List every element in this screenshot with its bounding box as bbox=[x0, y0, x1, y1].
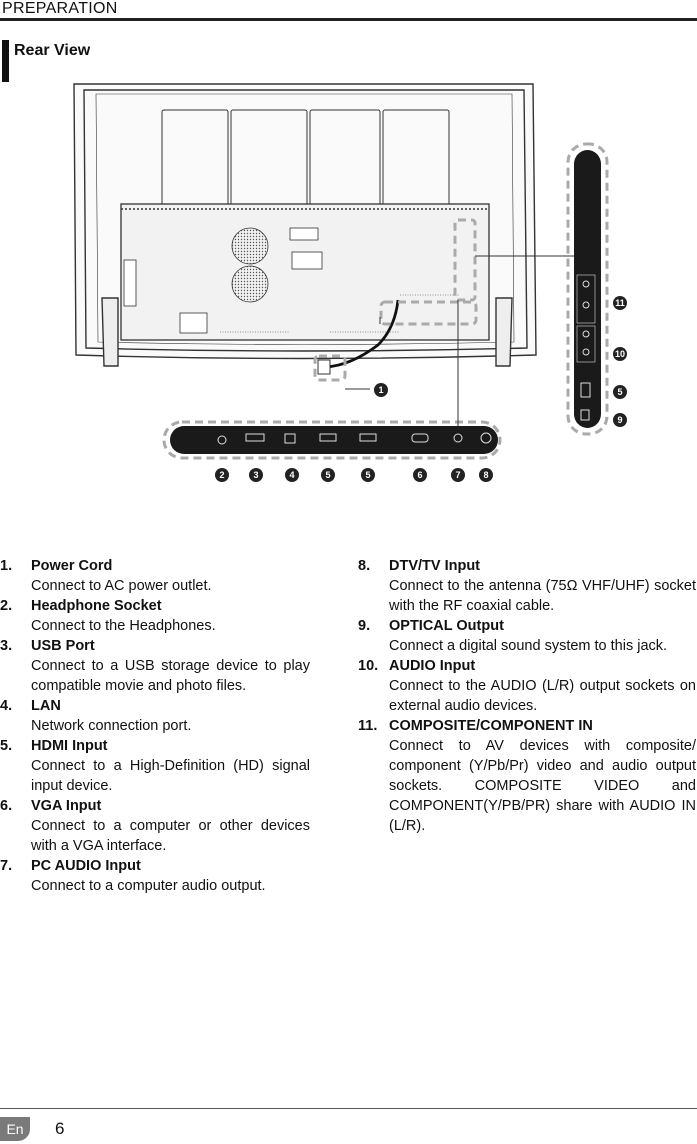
svg-text:5: 5 bbox=[325, 470, 330, 480]
svg-text:1: 1 bbox=[378, 385, 383, 395]
badge-3: 3 bbox=[249, 468, 263, 482]
svg-text:3: 3 bbox=[253, 470, 258, 480]
side-port-panel bbox=[574, 150, 601, 428]
badge-5c: 5 bbox=[613, 385, 627, 399]
tv-rear-diagram: 1 2 3 4 5 5 6 7 8 9 5 10 11 bbox=[73, 83, 627, 482]
svg-text:8: 8 bbox=[483, 470, 488, 480]
svg-text:7: 7 bbox=[455, 470, 460, 480]
badge-11: 11 bbox=[613, 296, 627, 310]
tv-body bbox=[73, 83, 537, 375]
badge-6: 6 bbox=[413, 468, 427, 482]
badge-5b: 5 bbox=[361, 468, 375, 482]
language-badge: En bbox=[0, 1117, 30, 1141]
svg-text:4: 4 bbox=[289, 470, 294, 480]
page-number: 6 bbox=[55, 1119, 65, 1138]
diagram-badges: 1 2 3 4 5 5 6 7 8 9 5 10 11 bbox=[215, 296, 627, 482]
svg-text:10: 10 bbox=[615, 349, 625, 359]
badge-5a: 5 bbox=[321, 468, 335, 482]
bottom-port-panel bbox=[170, 426, 498, 454]
badge-8: 8 bbox=[479, 468, 493, 482]
section-bar bbox=[2, 40, 9, 82]
svg-text:9: 9 bbox=[617, 415, 622, 425]
svg-text:5: 5 bbox=[365, 470, 370, 480]
badge-9: 9 bbox=[613, 413, 627, 427]
badge-10: 10 bbox=[613, 347, 627, 361]
badge-7: 7 bbox=[451, 468, 465, 482]
svg-text:2: 2 bbox=[219, 470, 224, 480]
header-rule bbox=[0, 18, 697, 21]
header-title: PREPARATION bbox=[2, 0, 118, 17]
badge-4: 4 bbox=[285, 468, 299, 482]
svg-text:5: 5 bbox=[617, 387, 622, 397]
footer-rule bbox=[0, 1108, 697, 1109]
badge-2: 2 bbox=[215, 468, 229, 482]
svg-text:11: 11 bbox=[615, 298, 625, 308]
section-title: Rear View bbox=[14, 42, 91, 59]
svg-text:6: 6 bbox=[417, 470, 422, 480]
badge-1: 1 bbox=[374, 383, 388, 397]
page-header: PREPARATION bbox=[0, 0, 697, 22]
